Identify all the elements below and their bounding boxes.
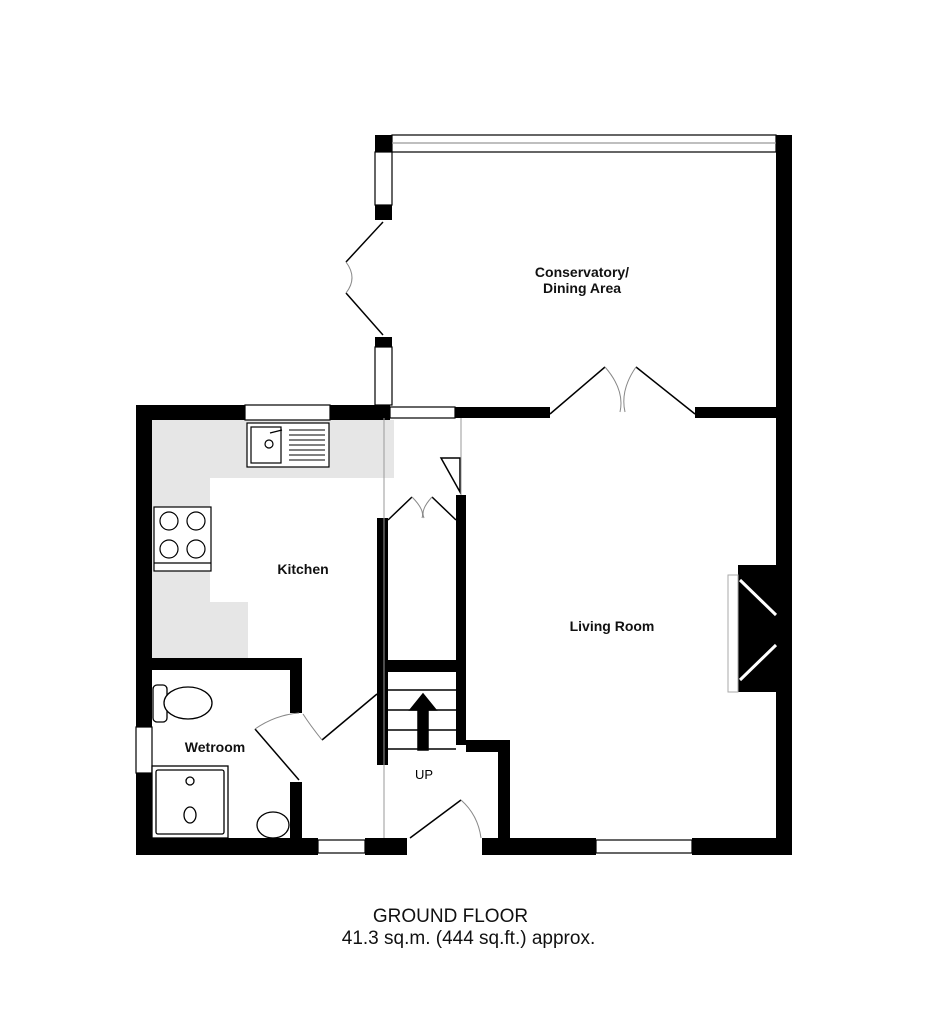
window	[374, 151, 393, 206]
door	[439, 457, 461, 495]
stairs-arrow-icon	[408, 692, 438, 751]
basin	[256, 811, 290, 839]
wetroom-fixtures	[151, 684, 290, 839]
wall	[365, 838, 407, 855]
wetroom-door	[254, 728, 300, 781]
room-label-conservatory-2: Dining Area	[543, 280, 621, 296]
room-label-wetroom: Wetroom	[185, 739, 245, 755]
wall	[152, 658, 302, 670]
wall	[482, 838, 596, 855]
walls	[136, 135, 792, 855]
windows	[135, 134, 777, 854]
room-label-kitchen: Kitchen	[277, 561, 328, 577]
window	[244, 404, 331, 421]
wall	[456, 495, 466, 745]
wall	[776, 135, 792, 855]
floor-area: 41.3 sq.m. (444 sq.ft.) approx.	[341, 928, 596, 949]
cupboard-door	[387, 496, 457, 521]
french-door	[345, 221, 384, 336]
window	[595, 839, 693, 854]
window	[317, 839, 366, 854]
wall	[692, 838, 792, 855]
room-label-conservatory: Conservatory/	[535, 264, 629, 280]
window	[389, 406, 456, 419]
stairs-up-label: UP	[415, 767, 433, 782]
kitchen-sink	[246, 422, 330, 468]
wall	[375, 205, 392, 220]
window	[135, 726, 153, 774]
hob	[153, 506, 212, 572]
wall	[377, 518, 388, 765]
wall	[290, 658, 302, 713]
toilet	[163, 686, 213, 720]
staircase	[388, 689, 456, 751]
wall	[136, 773, 152, 855]
wall	[375, 135, 392, 152]
wall	[375, 337, 392, 347]
wall	[330, 405, 390, 420]
wall	[136, 838, 318, 855]
wall	[455, 407, 550, 418]
wall	[498, 740, 510, 840]
room-label-living-room: Living Room	[570, 618, 655, 634]
wall	[290, 782, 302, 838]
wall	[136, 405, 152, 727]
wall	[136, 405, 245, 420]
kitchen-door	[321, 693, 378, 741]
front-door	[409, 799, 462, 839]
floor-title: GROUND FLOOR	[372, 906, 529, 927]
doors	[254, 221, 696, 839]
french-door	[549, 366, 696, 415]
wall	[695, 407, 776, 418]
window	[374, 346, 393, 406]
wall	[388, 660, 456, 672]
fireplace-hearth	[727, 574, 778, 693]
